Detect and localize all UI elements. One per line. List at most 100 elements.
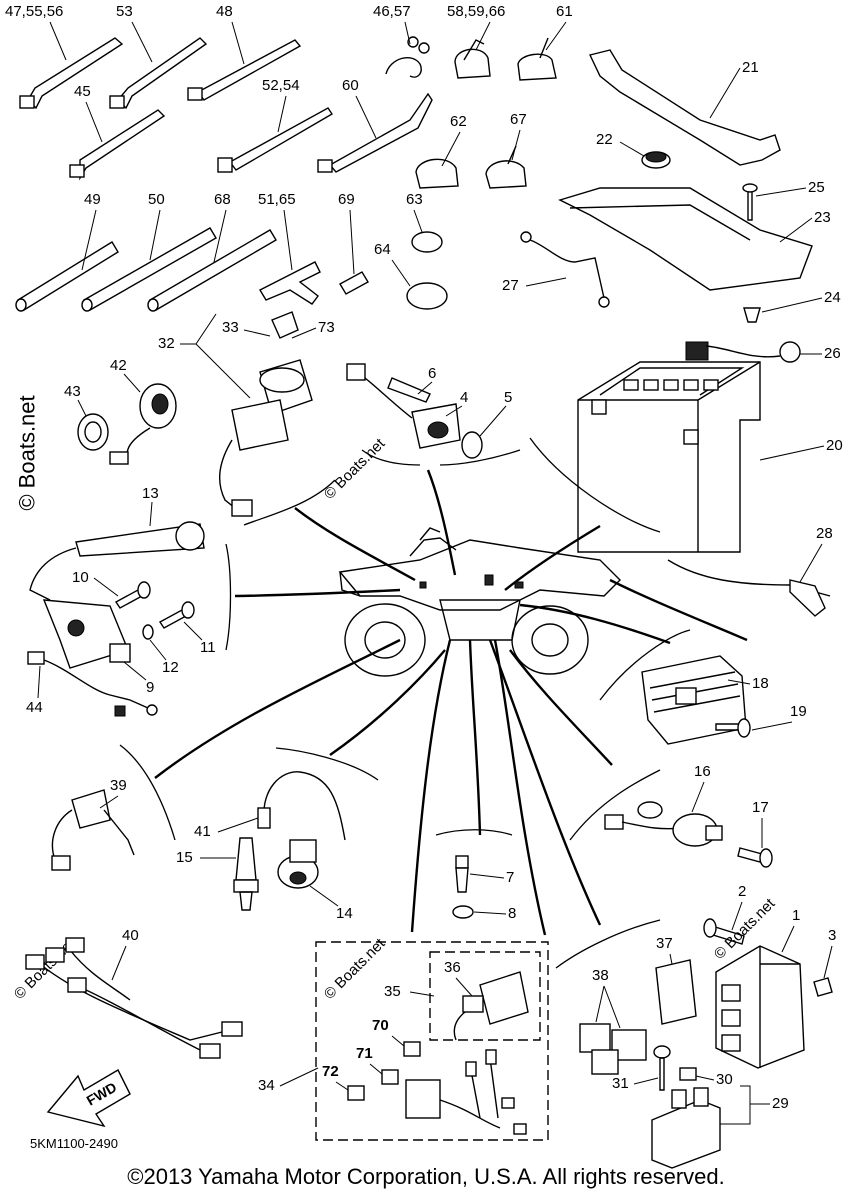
callout-16: 16 <box>694 763 711 780</box>
callout-36: 36 <box>444 959 461 976</box>
callout-19: 19 <box>790 703 807 720</box>
joint-69 <box>339 271 369 295</box>
callout-73: 73 <box>318 319 335 336</box>
cdi-unit-1 <box>715 945 805 1069</box>
connection-wires <box>154 469 748 936</box>
callout-27: 27 <box>502 277 519 294</box>
callout-48: 48 <box>216 3 233 20</box>
callout-25: 25 <box>808 179 825 196</box>
callout-53: 53 <box>116 3 133 20</box>
bolt-17 <box>737 847 773 868</box>
cable-tie-45 <box>69 109 166 181</box>
sub-harness-40 <box>25 937 243 1059</box>
callout-6: 6 <box>428 365 436 382</box>
bracket-21 <box>589 49 781 166</box>
sensor-16 <box>604 801 723 847</box>
side-watermark: © Boats.net <box>14 395 40 511</box>
callout-18: 18 <box>752 675 769 692</box>
switch-7 <box>455 855 469 893</box>
bolt-2 <box>703 918 745 945</box>
callout-60: 60 <box>342 77 359 94</box>
clamp-58 <box>454 39 491 79</box>
callout-8: 8 <box>508 905 516 922</box>
fuse-box <box>405 1049 527 1135</box>
sensor-14 <box>277 839 319 889</box>
callout-62: 62 <box>450 113 467 130</box>
callout-64: 64 <box>374 241 391 258</box>
ignition-coil-9 <box>42 599 131 669</box>
screw-25 <box>742 183 758 221</box>
rectifier-18 <box>641 655 747 745</box>
callout-14: 14 <box>336 905 353 922</box>
pickup-13 <box>29 521 205 601</box>
sender-4 <box>346 363 461 449</box>
callout-24: 24 <box>824 289 841 306</box>
clamp-46 <box>385 36 430 78</box>
callout-69: 69 <box>338 191 355 208</box>
callout-43: 43 <box>64 383 81 400</box>
watermark: © Boats.net <box>321 935 389 1003</box>
forward-arrow: FWD <box>46 1069 131 1128</box>
callout-67: 67 <box>510 111 527 128</box>
cable-tie-60 <box>317 92 433 173</box>
callout-21: 21 <box>742 59 759 76</box>
cover-23 <box>558 187 813 291</box>
callout-15: 15 <box>176 849 193 866</box>
callout-72: 72 <box>322 1063 339 1080</box>
o-ring-63 <box>411 231 443 253</box>
fuse-30 <box>679 1067 697 1081</box>
fuse-72 <box>347 1085 365 1101</box>
cable-tie-48 <box>187 39 302 101</box>
battery-20 <box>577 361 761 553</box>
callout-9: 9 <box>146 679 154 696</box>
callout-1: 1 <box>792 907 800 924</box>
fuse-70 <box>403 1041 421 1057</box>
o-ring-5 <box>461 431 483 459</box>
callout-51-65: 51,65 <box>258 191 296 208</box>
fuse-71 <box>381 1069 399 1085</box>
callout-33: 33 <box>222 319 239 336</box>
callout-42: 42 <box>110 357 127 374</box>
joint-51 <box>259 261 321 305</box>
relay-36 <box>453 971 529 1041</box>
callout-50: 50 <box>148 191 165 208</box>
callout-26: 26 <box>824 345 841 362</box>
watermark: © Boats.net <box>321 435 389 503</box>
sleeve-49 <box>15 241 119 312</box>
callout-58-59-66: 58,59,66 <box>447 3 505 20</box>
clamp-67 <box>485 145 527 189</box>
relay-37 <box>655 959 697 1025</box>
callout-41: 41 <box>194 823 211 840</box>
callout-5: 5 <box>504 389 512 406</box>
callout-17: 17 <box>752 799 769 816</box>
callout-28: 28 <box>816 525 833 542</box>
callout-2: 2 <box>738 883 746 900</box>
callout-68: 68 <box>214 191 231 208</box>
spark-plug-15 <box>233 837 259 911</box>
callout-49: 49 <box>84 191 101 208</box>
callout-61: 61 <box>556 3 573 20</box>
callout-35: 35 <box>384 983 401 1000</box>
rivet-24 <box>743 307 761 323</box>
relay-38 <box>579 1023 647 1075</box>
spark-plug-cap-41 <box>257 771 346 841</box>
callout-46-57: 46,57 <box>373 3 411 20</box>
lead-44 <box>27 651 158 717</box>
callout-39: 39 <box>110 777 127 794</box>
callout-29: 29 <box>772 1095 789 1112</box>
callout-10: 10 <box>72 569 89 586</box>
harness-assembly-34-box <box>315 941 549 1141</box>
callouts: 47,55,56 53 48 46,57 58,59,66 61 21 45 5… <box>5 3 843 1125</box>
callout-23: 23 <box>814 209 831 226</box>
breather-28 <box>667 559 831 617</box>
copyright-footer: ©2013 Yamaha Motor Corporation, U.S.A. A… <box>127 1164 725 1189</box>
bolt-11 <box>158 601 195 629</box>
nut-3 <box>813 977 833 997</box>
callout-70: 70 <box>372 1017 389 1034</box>
cable-tie-53 <box>109 37 208 110</box>
bolt-31 <box>653 1045 671 1091</box>
group-brackets <box>119 437 691 969</box>
callout-38: 38 <box>592 967 609 984</box>
washer-12 <box>142 624 154 640</box>
callout-34: 34 <box>258 1077 275 1094</box>
